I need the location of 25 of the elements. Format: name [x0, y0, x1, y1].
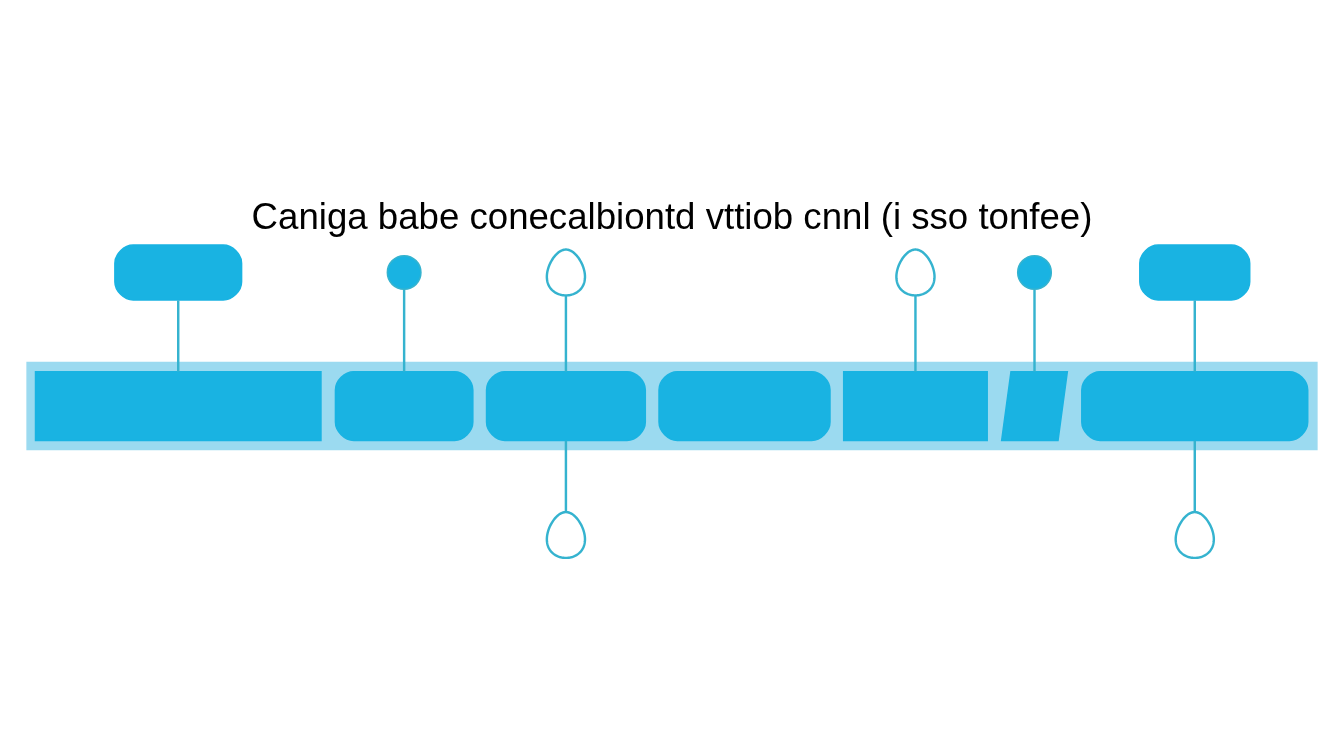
connector [1193, 299, 1196, 372]
node-box [334, 370, 474, 441]
node-box [485, 370, 647, 441]
connector [564, 295, 568, 372]
node-box [658, 370, 831, 441]
node-box [34, 370, 322, 441]
node-picture [1174, 510, 1216, 559]
node-circle [1016, 254, 1053, 290]
connector [1193, 440, 1196, 512]
diagram-title: Caniga babe conecalbiontd vttiob cnnl (i sso tonfee) [251, 195, 1093, 237]
connector [914, 295, 917, 372]
connector [1033, 289, 1036, 372]
connector [402, 289, 406, 372]
node-box [1139, 243, 1251, 301]
node-circle [386, 254, 422, 290]
node-box [1081, 370, 1309, 441]
node-box [842, 370, 988, 441]
connector [177, 299, 180, 372]
node-picture [545, 510, 587, 559]
connector [564, 440, 568, 512]
node-box [114, 243, 243, 301]
node-box [1000, 370, 1069, 441]
node-picture [545, 247, 587, 297]
cluster [26, 361, 1318, 450]
node-picture [895, 247, 936, 297]
